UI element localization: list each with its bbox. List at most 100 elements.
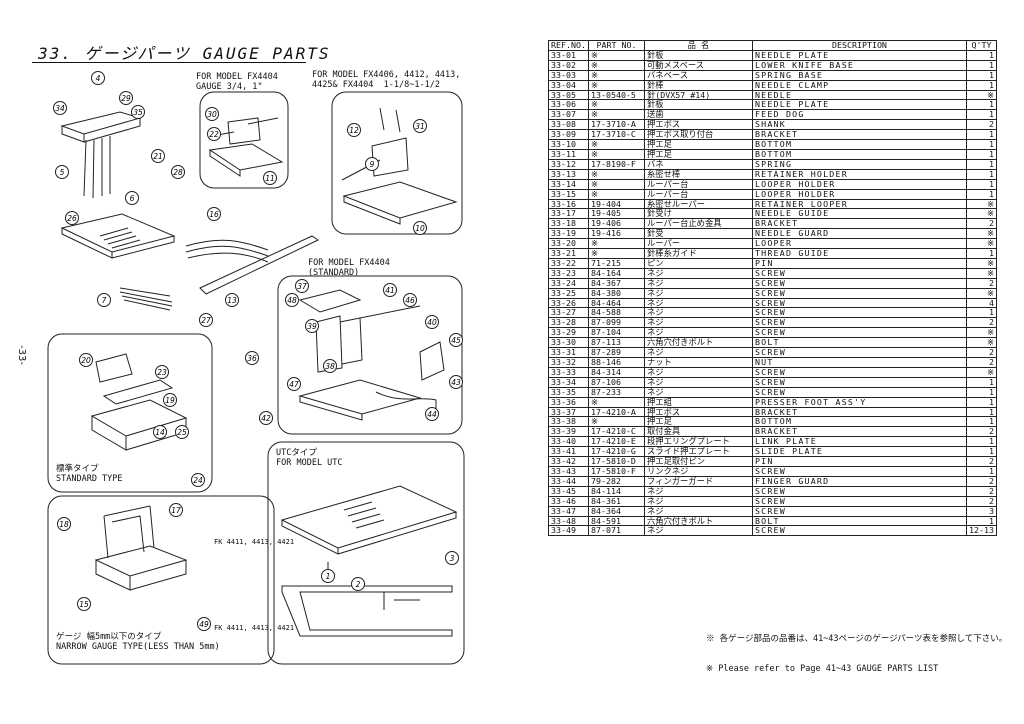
table-cell: 1: [965, 446, 997, 458]
table-cell: 2: [965, 456, 997, 467]
callout-6: 6: [125, 191, 139, 205]
table-cell: 33-19: [548, 228, 589, 240]
footnotes: ※ 各ゲージ部品の品番は、41~43ページのゲージパーツ表を参照して下さい。 ※…: [706, 614, 1007, 684]
table-cell: 1: [965, 396, 997, 408]
callout-number: 24: [193, 476, 203, 485]
callout-number: 30: [207, 110, 217, 119]
table-cell: SCREW: [751, 505, 967, 517]
table-cell: 19-405: [587, 208, 645, 220]
table-cell: BRACKET: [751, 129, 967, 141]
label-standard-type: 標準タイプ STANDARD TYPE: [56, 464, 123, 484]
table-cell: THREAD GUIDE: [751, 248, 967, 259]
table-cell: 4: [965, 297, 997, 309]
table-cell: 33-33: [548, 366, 589, 378]
table-cell: ※: [965, 198, 997, 210]
table-cell: ※: [587, 168, 645, 180]
exploded-diagram-area: 33. ゲージパーツ GAUGE PARTS -33-: [16, 44, 465, 665]
callout-number: 2: [356, 580, 361, 589]
table-cell: 2: [965, 485, 997, 497]
table-cell: 33-23: [548, 267, 589, 279]
table-cell: 1: [965, 406, 997, 418]
table-cell: ルーパー台止め金具: [643, 218, 753, 230]
table-cell: 84-114: [587, 485, 645, 497]
callout-38: 38: [323, 359, 337, 373]
callout-15: 15: [77, 597, 91, 611]
table-cell: 12-13: [965, 525, 997, 537]
table-cell: ネジ: [643, 386, 753, 398]
table-cell: FEED DOG: [751, 109, 967, 121]
callout-number: 23: [157, 368, 167, 377]
table-cell: BOTTOM: [751, 148, 967, 160]
table-cell: NEEDLE: [751, 89, 967, 101]
table-cell: ※: [587, 188, 645, 200]
table-cell: RETAINER HOLDER: [751, 168, 967, 180]
table-cell: 84-591: [587, 515, 645, 527]
table-cell: 33-43: [548, 465, 589, 477]
table-cell: 33-41: [548, 446, 589, 458]
table-cell: SHANK: [751, 119, 967, 131]
table-cell: 33-18: [548, 218, 589, 230]
table-cell: PIN: [751, 257, 967, 269]
table-cell: SCREW: [751, 347, 967, 358]
callout-number: 21: [153, 152, 163, 161]
table-cell: 33-07: [548, 109, 589, 121]
callout-1: 1: [321, 569, 335, 583]
table-cell: 針棒: [643, 79, 753, 91]
table-cell: 87-233: [587, 386, 645, 398]
table-cell: 33-38: [548, 416, 589, 428]
callout-34: 34: [53, 101, 67, 115]
callout-30: 30: [205, 107, 219, 121]
table-cell: 33-45: [548, 485, 589, 497]
callout-number: 18: [59, 520, 69, 529]
table-cell: 87-099: [587, 317, 645, 329]
callout-number: 3: [450, 554, 455, 563]
table-cell: PRESSER FOOT ASS'Y: [751, 396, 967, 408]
table-cell: 2: [965, 317, 997, 329]
table-cell: 送歯: [643, 109, 753, 121]
callout-number: 19: [165, 396, 175, 405]
callout-21: 21: [151, 149, 165, 163]
footnote-en: ※ Please refer to Page 41~43 GAUGE PARTS…: [706, 664, 939, 674]
table-cell: SCREW: [751, 525, 967, 537]
table-cell: 六角穴付きボルト: [643, 515, 753, 527]
callout-17: 17: [169, 503, 183, 517]
table-cell: ※: [587, 109, 645, 121]
header-cell: Q'TY: [965, 40, 997, 51]
label-fx4406: FOR MODEL FX4406, 4412, 4413, 4425& FX44…: [312, 70, 461, 90]
callout-number: 15: [79, 600, 89, 609]
callout-18: 18: [57, 517, 71, 531]
table-cell: 87-113: [587, 337, 645, 349]
table-cell: 19-404: [587, 198, 645, 210]
callout-number: 38: [325, 362, 335, 371]
callout-number: 12: [349, 126, 359, 135]
table-cell: SLIDE PLATE: [751, 446, 967, 458]
table-cell: 17-4210-A: [587, 406, 645, 418]
table-cell: SCREW: [751, 327, 967, 339]
table-cell: 17-3710-C: [587, 129, 645, 141]
callout-43: 43: [449, 375, 463, 389]
table-cell: LOOPER HOLDER: [751, 188, 967, 200]
callout-number: 44: [427, 410, 437, 419]
table-cell: 1: [965, 416, 997, 428]
callout-number: 10: [415, 224, 425, 233]
table-cell: FINGER GUARD: [751, 475, 967, 487]
table-cell: 33-29: [548, 327, 589, 339]
